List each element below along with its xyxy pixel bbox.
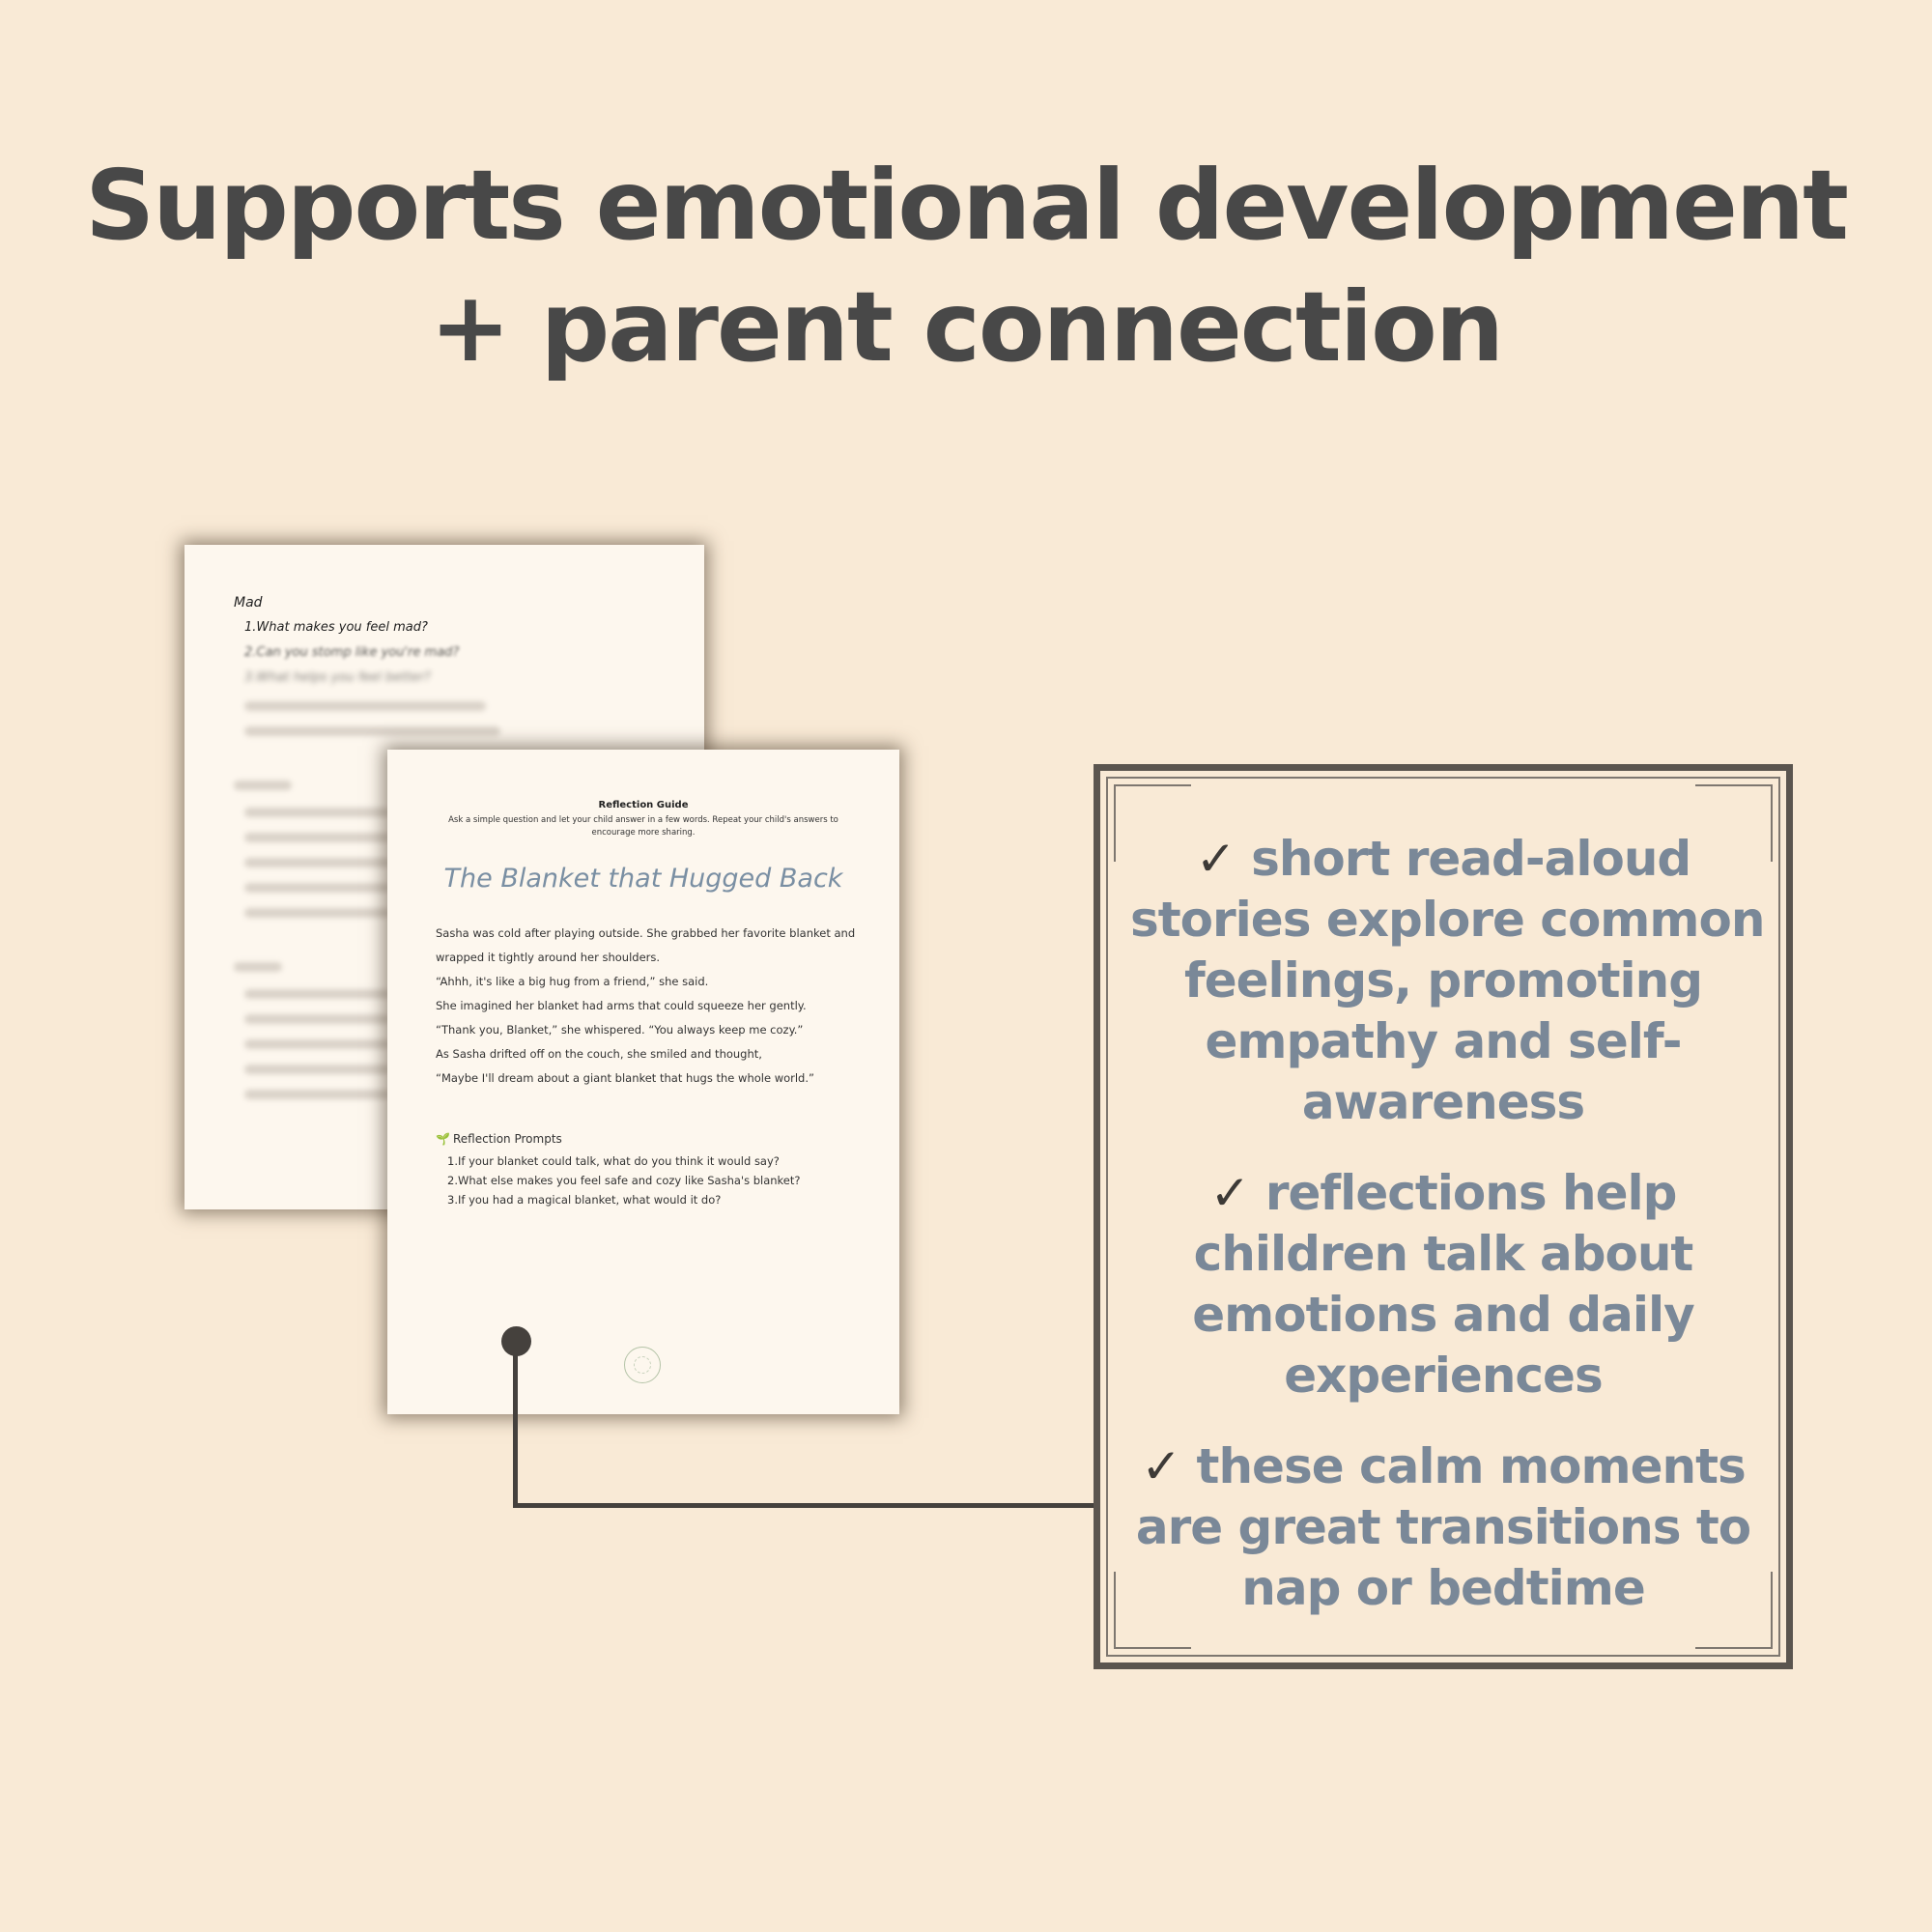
story-line: She imagined her blanket had arms that c… [436,999,807,1012]
bullet-line: nap or bedtime [1241,1560,1646,1616]
connector-horizontal-line [513,1503,1098,1508]
bullet-line: children talk about [1193,1226,1694,1282]
headline-line-1: Supports emotional development [85,149,1849,262]
bullet-line: these calm moments [1196,1438,1747,1494]
bullet-line: awareness [1301,1074,1585,1130]
corner-accent [1695,1647,1773,1649]
corner-accent [1771,1572,1773,1649]
back-page-question: 1.What makes you feel mad? [244,620,428,635]
prompt-item: 2.What else makes you feel safe and cozy… [447,1174,801,1187]
guide-subtitle: Ask a simple question and let your child… [436,814,851,839]
corner-accent [1695,784,1773,786]
bullet-line: are great transitions to [1135,1499,1751,1555]
front-page-preview: Reflection Guide Ask a simple question a… [387,750,899,1414]
bullet-line: short read-aloud [1251,831,1691,887]
corner-accent [1114,784,1116,862]
corner-accent [1114,1572,1116,1649]
prompt-item: 3.If you had a magical blanket, what wou… [447,1193,722,1207]
corner-accent [1114,1647,1191,1649]
feature-box [1094,764,1793,1669]
bullet-line: emotions and daily [1192,1287,1694,1343]
story-text: Sasha was cold after playing outside. Sh… [436,922,870,1091]
prompts-heading-label: Reflection Prompts [452,1132,562,1146]
feature-bullet: ✓ these calm moments are great transitio… [1130,1436,1756,1619]
back-page-section-title: Mad [234,595,263,611]
logo-stamp-icon [624,1347,661,1383]
story-line: “Ahhh, it's like a big hug from a friend… [436,975,709,988]
story-line: “Thank you, Blanket,” she whispered. “Yo… [436,1023,804,1037]
connector-dot [501,1326,531,1356]
bullet-line: empathy and self- [1205,1013,1682,1069]
checkmark-icon: ✓ [1209,1165,1251,1221]
bullet-line: stories explore common [1130,892,1765,948]
sprout-icon: 🌱 [436,1132,450,1146]
story-line: wrapped it tightly around her shoulders. [436,951,661,964]
checkmark-icon: ✓ [1141,1438,1181,1494]
story-line: As Sasha drifted off on the couch, she s… [436,1047,762,1061]
prompts-heading: 🌱Reflection Prompts [436,1132,562,1146]
corner-accent [1771,784,1773,862]
feature-bullet: ✓ reflections help children talk about e… [1130,1163,1756,1406]
headline-line-2: + parent connection [429,270,1504,384]
bullet-line: reflections help [1264,1165,1678,1221]
story-title: The Blanket that Hugged Back [443,864,843,894]
prompt-item: 1.If your blanket could talk, what do yo… [447,1154,780,1168]
feature-box-inner-border [1106,777,1780,1657]
guide-title: Reflection Guide [598,800,689,810]
connector-vertical-line [513,1343,518,1508]
corner-accent [1114,784,1191,786]
back-page-question: 2.Can you stomp like you're mad? [244,645,460,660]
headline: Supports emotional development + parent … [0,145,1932,388]
back-page-question: 3.What helps you feel better? [244,670,431,685]
feature-bullet: ✓ short read-aloud stories explore commo… [1130,829,1765,1133]
story-line: Sasha was cold after playing outside. Sh… [436,926,856,940]
guide-subtitle-line: Ask a simple question and let your child… [448,815,838,825]
prompts-list: 1.If your blanket could talk, what do yo… [447,1151,800,1209]
guide-subtitle-line: encourage more sharing. [591,828,696,838]
story-line: “Maybe I'll dream about a giant blanket … [436,1071,814,1085]
bullet-line: experiences [1284,1348,1603,1404]
checkmark-icon: ✓ [1195,831,1236,887]
bullet-line: feelings, promoting [1183,952,1703,1009]
